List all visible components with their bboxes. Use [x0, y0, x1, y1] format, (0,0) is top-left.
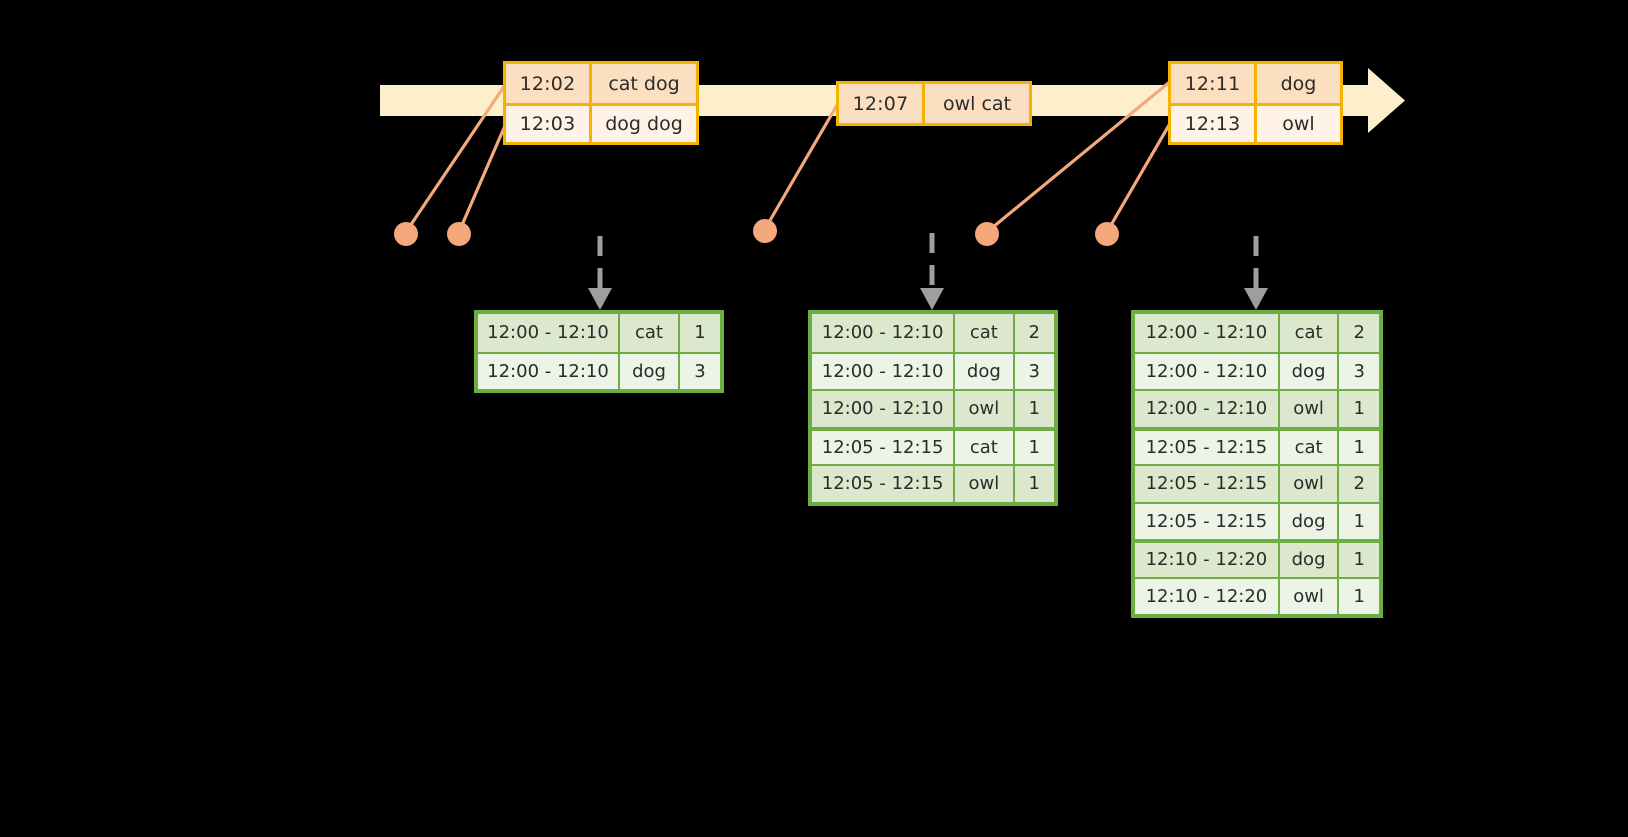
connector-lines — [404, 78, 1174, 234]
window-cell: 12:00 - 12:10 — [1135, 391, 1280, 427]
table-row[interactable]: 12:00 - 12:10 cat 1 — [478, 314, 720, 352]
table-row[interactable]: 12:00 - 12:10 cat 2 — [1135, 314, 1379, 352]
table-row[interactable]: 12:10 - 12:20 owl 1 — [1135, 576, 1379, 614]
event-box-1[interactable]: 12:02 cat dog 12:03 dog dog — [503, 61, 699, 145]
table-row[interactable]: 12:00 - 12:10 owl 1 — [1135, 389, 1379, 427]
record-dot-5 — [1095, 222, 1119, 246]
count-cell: 1 — [1028, 473, 1040, 495]
record-dot-1 — [394, 222, 418, 246]
window-cell: 12:10 - 12:20 — [1135, 578, 1280, 614]
table-row[interactable]: 12:05 - 12:15 owl 1 — [812, 464, 1054, 502]
event-row[interactable]: 12:07 owl cat — [839, 84, 1029, 123]
connector-line-5 — [1105, 118, 1174, 234]
table-row[interactable]: 12:05 - 12:15 dog 1 — [1135, 501, 1379, 539]
window-cell: 12:05 - 12:15 — [1135, 503, 1280, 539]
key-cell: owl — [1280, 578, 1340, 614]
event-words: owl cat — [942, 92, 1012, 115]
key-cell: owl — [1280, 466, 1340, 502]
count-cell: 3 — [1028, 360, 1040, 382]
count-cell: 1 — [1353, 398, 1365, 420]
emit-arrow-2-head — [920, 288, 944, 310]
connector-line-2 — [457, 119, 509, 234]
emit-arrow-3-head — [1244, 288, 1268, 310]
window-cell: 12:05 - 12:15 — [1135, 430, 1280, 464]
emit-arrow-heads — [588, 288, 1268, 310]
window-cell: 12:10 - 12:20 — [1135, 543, 1280, 577]
key-cell: cat — [955, 430, 1015, 464]
event-row[interactable]: 12:13 owl — [1171, 103, 1340, 142]
key-cell: dog — [620, 353, 680, 389]
window-cell: 12:00 - 12:10 — [812, 391, 956, 427]
count-cell: 2 — [1353, 322, 1365, 344]
event-time: 12:07 — [839, 84, 925, 123]
table-row[interactable]: 12:05 - 12:15 cat 1 — [1135, 426, 1379, 464]
record-dot-4 — [975, 222, 999, 246]
table-row[interactable]: 12:05 - 12:15 cat 1 — [812, 426, 1054, 464]
table-row[interactable]: 12:10 - 12:20 dog 1 — [1135, 539, 1379, 577]
count-cell: 1 — [1353, 436, 1365, 458]
window-cell: 12:00 - 12:10 — [812, 314, 956, 352]
window-cell: 12:00 - 12:10 — [478, 314, 620, 352]
event-time: 12:11 — [1171, 64, 1257, 103]
table-row[interactable]: 12:05 - 12:15 owl 2 — [1135, 464, 1379, 502]
window-cell: 12:00 - 12:10 — [1135, 314, 1280, 352]
window-cell: 12:00 - 12:10 — [812, 353, 956, 389]
connector-line-3 — [763, 98, 842, 231]
result-table-2[interactable]: 12:00 - 12:10 cat 2 12:00 - 12:10 dog 3 … — [808, 310, 1058, 506]
event-row[interactable]: 12:11 dog — [1171, 64, 1340, 103]
event-words: cat dog — [608, 72, 680, 95]
count-cell: 1 — [1353, 549, 1365, 571]
window-cell: 12:05 - 12:15 — [812, 430, 956, 464]
result-table-3[interactable]: 12:00 - 12:10 cat 2 12:00 - 12:10 dog 3 … — [1131, 310, 1383, 618]
record-dot-3 — [753, 219, 777, 243]
event-time: 12:02 — [506, 64, 592, 103]
key-cell: dog — [1280, 543, 1340, 577]
emit-arrows — [597, 233, 1259, 288]
table-row[interactable]: 12:00 - 12:10 dog 3 — [478, 351, 720, 389]
count-cell: 3 — [694, 360, 706, 382]
event-time: 12:13 — [1171, 106, 1257, 142]
key-cell: cat — [1280, 314, 1340, 352]
result-table-1[interactable]: 12:00 - 12:10 cat 1 12:00 - 12:10 dog 3 — [474, 310, 724, 393]
window-cell: 12:05 - 12:15 — [1135, 466, 1280, 502]
connector-line-4 — [985, 78, 1174, 234]
count-cell: 1 — [1028, 436, 1040, 458]
key-cell: dog — [955, 353, 1015, 389]
count-cell: 1 — [1353, 585, 1365, 607]
count-cell: 3 — [1353, 360, 1365, 382]
event-words: owl — [1282, 113, 1315, 135]
count-cell: 1 — [1353, 510, 1365, 532]
key-cell: dog — [1280, 503, 1340, 539]
count-cell: 1 — [694, 322, 706, 344]
record-dots — [394, 219, 1119, 246]
window-cell: 12:00 - 12:10 — [478, 353, 620, 389]
emit-arrow-1-head — [588, 288, 612, 310]
key-cell: owl — [1280, 391, 1340, 427]
event-time: 12:03 — [506, 106, 592, 142]
event-row[interactable]: 12:02 cat dog — [506, 64, 696, 103]
key-cell: dog — [1280, 353, 1340, 389]
key-cell: cat — [1280, 430, 1340, 464]
table-row[interactable]: 12:00 - 12:10 dog 3 — [1135, 351, 1379, 389]
window-cell: 12:05 - 12:15 — [812, 466, 956, 502]
window-cell: 12:00 - 12:10 — [1135, 353, 1280, 389]
table-row[interactable]: 12:00 - 12:10 owl 1 — [812, 389, 1054, 427]
event-words: dog dog — [605, 113, 683, 135]
table-row[interactable]: 12:00 - 12:10 cat 2 — [812, 314, 1054, 352]
connector-line-1 — [404, 80, 509, 234]
key-cell: owl — [955, 391, 1015, 427]
table-row[interactable]: 12:00 - 12:10 dog 3 — [812, 351, 1054, 389]
count-cell: 2 — [1353, 473, 1365, 495]
record-dot-2 — [447, 222, 471, 246]
event-words: dog — [1280, 72, 1317, 95]
event-row[interactable]: 12:03 dog dog — [506, 103, 696, 142]
key-cell: cat — [955, 314, 1015, 352]
count-cell: 1 — [1028, 398, 1040, 420]
count-cell: 2 — [1028, 322, 1040, 344]
event-box-2[interactable]: 12:07 owl cat — [836, 81, 1032, 126]
key-cell: cat — [620, 314, 680, 352]
key-cell: owl — [955, 466, 1015, 502]
event-box-3[interactable]: 12:11 dog 12:13 owl — [1168, 61, 1343, 145]
